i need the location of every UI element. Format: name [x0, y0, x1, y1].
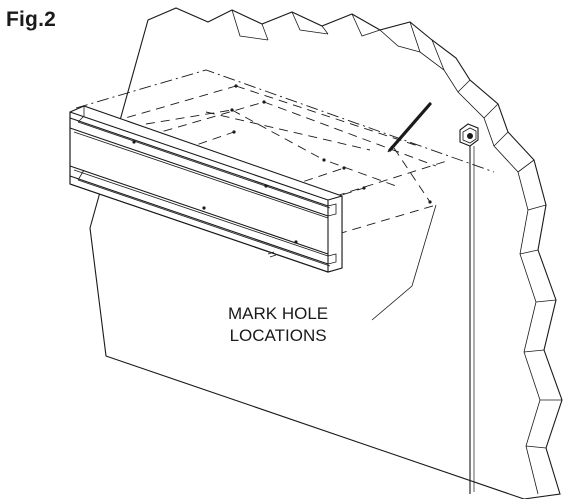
callout-line-2: LOCATIONS [229, 326, 327, 345]
callout-leader [371, 204, 437, 321]
callout-line-1: MARK HOLE [228, 304, 329, 323]
hole-projection-lines [83, 84, 437, 209]
pencil-icon [387, 102, 432, 153]
plumb-bob-icon [459, 123, 479, 494]
figure-label: Fig.2 [6, 8, 57, 31]
mark-hole-locations-callout: MARK HOLE LOCATIONS [228, 303, 328, 347]
mounting-rail-icon [69, 105, 343, 273]
rail-footprint-outline [75, 69, 495, 235]
